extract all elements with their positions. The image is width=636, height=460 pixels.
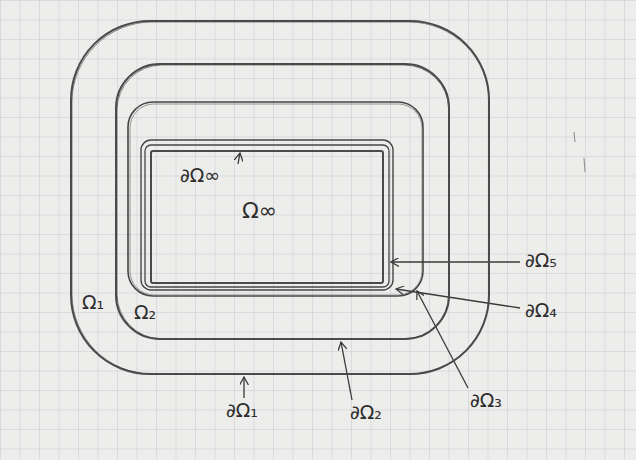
boundary-label: ∂Ω₅ [525, 250, 557, 272]
boundary-sketch-stroke [72, 22, 489, 374]
region-name: Ω₂ [134, 302, 156, 324]
boundary-sketch-stroke [130, 104, 422, 295]
region-outline: Ω∞ Ω₂ [115, 63, 450, 340]
boundary-label: ∂Ω₃ [470, 390, 502, 412]
boundary-curve [141, 140, 393, 290]
leader-arrow [341, 342, 352, 400]
stray-mark [574, 132, 575, 142]
boundary-curve [128, 102, 423, 296]
boundary-label: ∂Ω∞ [180, 165, 220, 187]
boundary-sketch-stroke [117, 65, 449, 339]
leader-arrow [396, 289, 520, 308]
stray-mark [584, 158, 585, 172]
leader-arrow [238, 153, 240, 164]
boundary-label: ∂Ω₂ [350, 402, 382, 424]
region-name: Ω∞ [242, 198, 277, 223]
boundary-label: ∂Ω₁ [226, 400, 258, 422]
leader-arrow [391, 261, 520, 262]
region-outline: Ω∞ Ω₂ Ω₁ [70, 20, 490, 375]
boundary-label: ∂Ω₄ [525, 300, 557, 322]
leader-arrow [243, 377, 244, 398]
boundary-curve [145, 145, 389, 287]
region-name: Ω₁ [82, 292, 104, 314]
